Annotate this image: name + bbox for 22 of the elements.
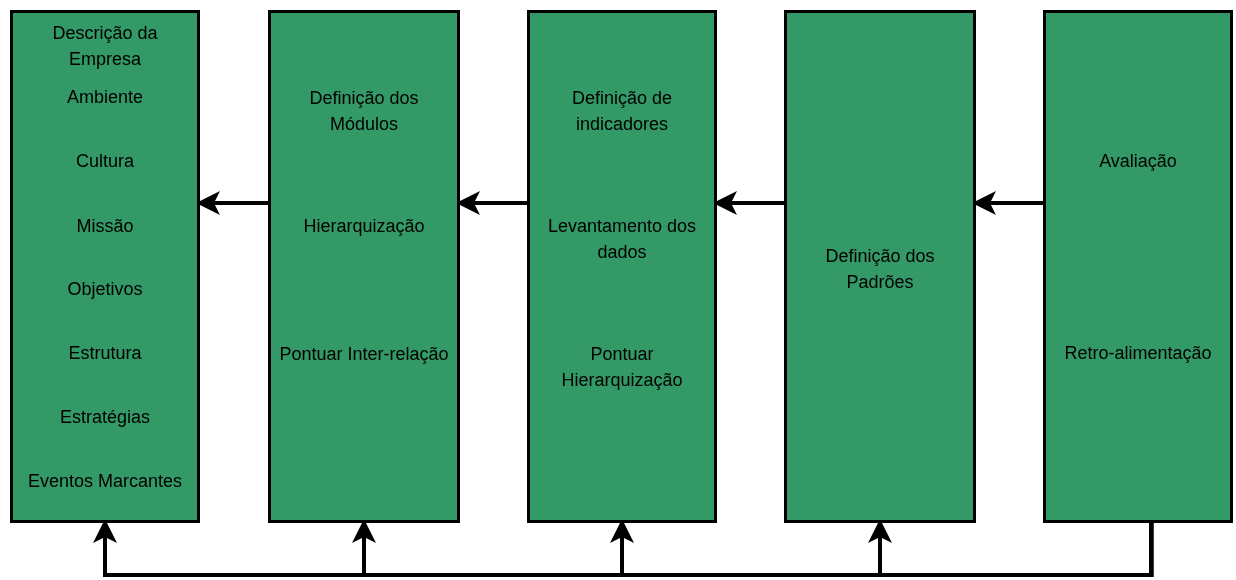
process-box — [268, 10, 460, 523]
step-label: Estrutura — [67, 342, 143, 365]
step-label: Pontuar Inter-relação — [278, 343, 450, 366]
step-label: Objetivos — [66, 278, 144, 301]
step-label: Ambiente — [65, 86, 144, 109]
process-box — [527, 10, 717, 523]
step-label: Eventos Marcantes — [26, 470, 184, 493]
step-label: Pontuar Hierarquização — [560, 343, 684, 392]
step-label: Descrição da Empresa — [51, 22, 159, 71]
step-label: Hierarquização — [302, 215, 426, 238]
step-label: Estratégias — [58, 406, 151, 429]
step-label: Retro-alimentação — [1063, 342, 1213, 365]
step-label: Definição de indicadores — [570, 87, 674, 136]
step-label: Cultura — [75, 150, 135, 173]
step-label: Levantamento dos dados — [546, 215, 698, 264]
step-label: Avaliação — [1098, 150, 1178, 173]
process-box — [1043, 10, 1233, 523]
step-label: Definição dos Padrões — [824, 245, 936, 294]
process-box — [10, 10, 200, 523]
process-box — [784, 10, 976, 523]
step-label: Definição dos Módulos — [308, 87, 420, 136]
step-label: Missão — [75, 215, 135, 238]
